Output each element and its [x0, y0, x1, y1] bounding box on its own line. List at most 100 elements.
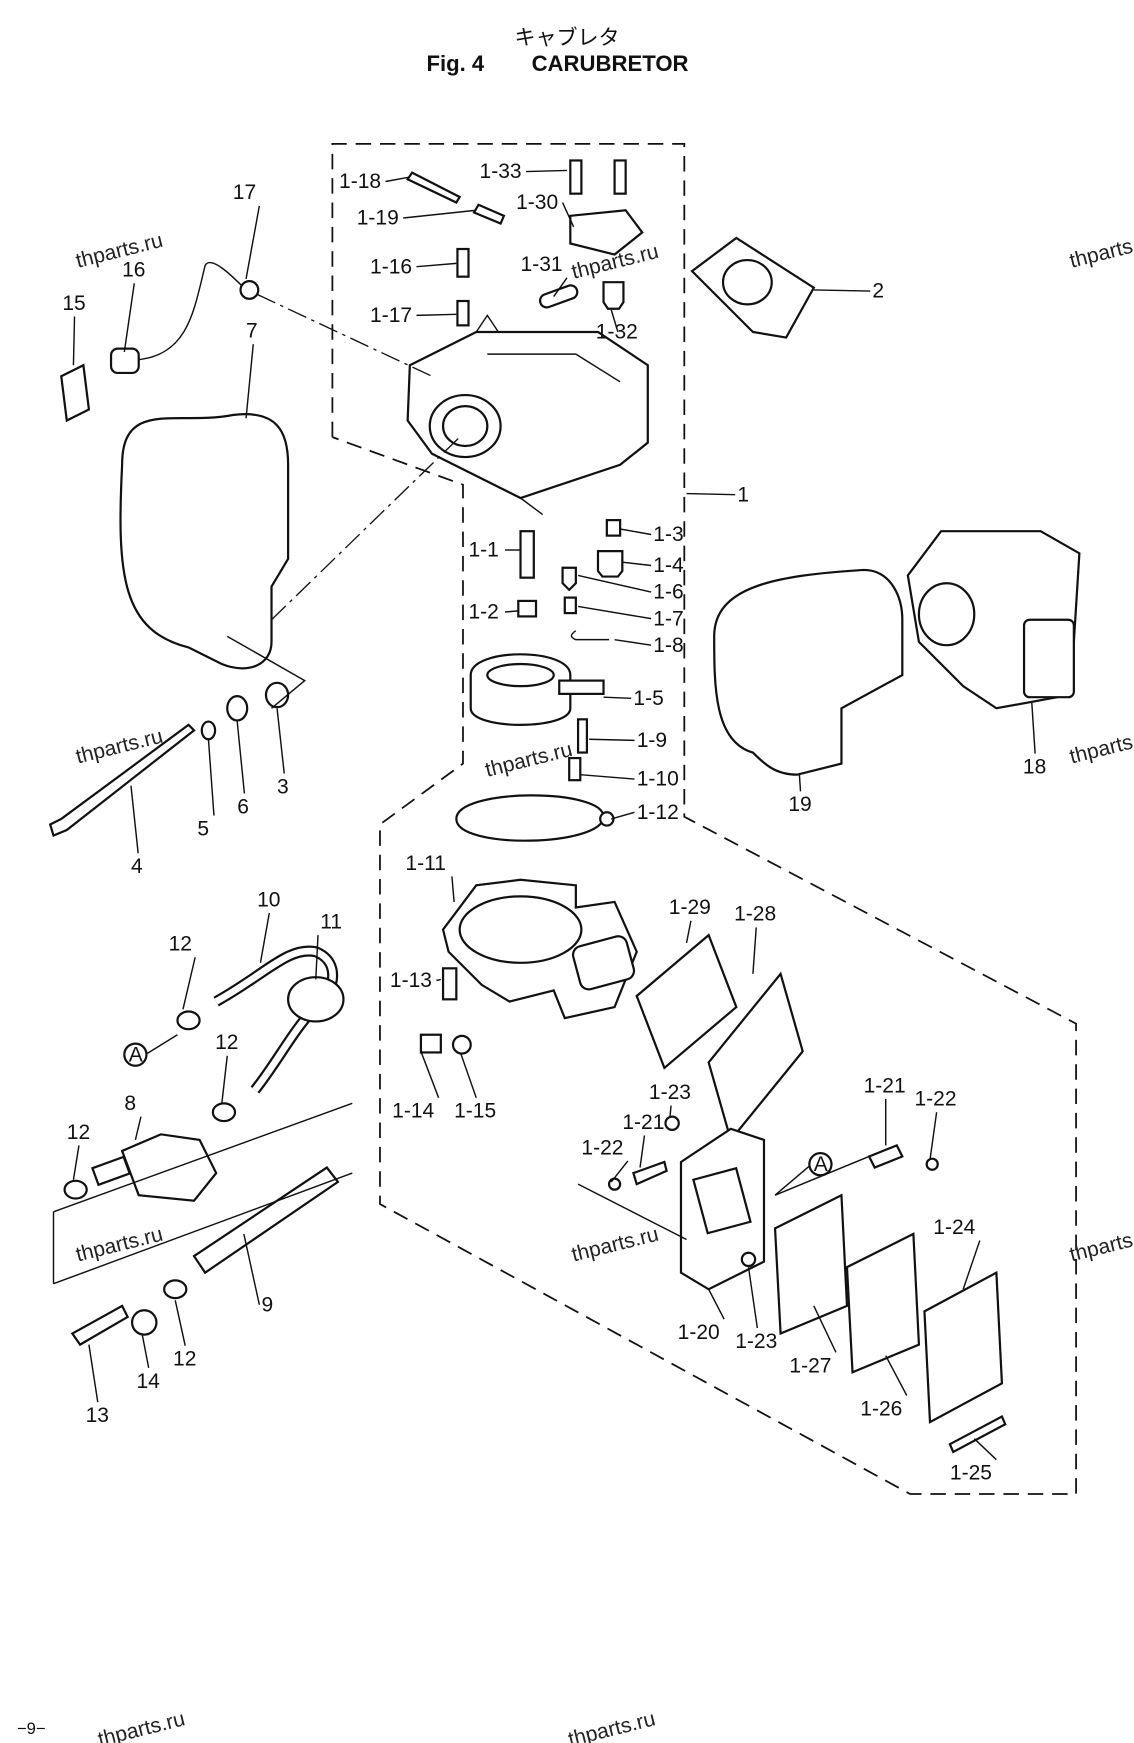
part-number: 3 — [277, 775, 289, 798]
part-number: 19 — [788, 793, 811, 816]
part-number: 8 — [124, 1092, 136, 1115]
part-number: 9 — [262, 1293, 274, 1316]
callout-1-27: 1-27 — [789, 1305, 837, 1377]
part-number: 1-15 — [454, 1100, 496, 1123]
leader-line — [436, 978, 442, 982]
callout-1-6: 1-6 — [577, 574, 684, 604]
needle-1-6 — [561, 566, 577, 592]
leader-line — [207, 739, 215, 816]
reference-circle-icon — [123, 1042, 148, 1067]
part-number: 1-26 — [860, 1397, 902, 1420]
nut-1-23 — [664, 1115, 680, 1132]
callout-12: 12 — [169, 933, 196, 1010]
leader-line — [619, 528, 652, 536]
screw-1-10 — [568, 756, 582, 782]
callout-1: 1 — [686, 483, 749, 506]
gasket-1-15 — [451, 1034, 472, 1055]
callout-1-18: 1-18 — [339, 170, 410, 193]
leader-line — [774, 1163, 813, 1196]
lock-washer-5 — [200, 720, 217, 741]
part-number: 1-23 — [735, 1330, 777, 1353]
leader-line — [798, 774, 802, 792]
leader-line — [276, 708, 285, 774]
part-number: 1-24 — [933, 1216, 975, 1239]
callout-11: 11 — [315, 910, 342, 980]
seat-1-7 — [563, 596, 577, 615]
part-number: 1-16 — [370, 255, 412, 278]
callout-1-2: 1-2 — [469, 601, 519, 624]
part-number: 13 — [86, 1404, 109, 1427]
callout-A: A — [123, 1034, 178, 1067]
callout-1-23: 1-23 — [735, 1267, 777, 1353]
callout-7: 7 — [245, 320, 258, 419]
part-number: 1-10 — [637, 768, 679, 791]
watermark-text: thparts.ru — [1067, 725, 1134, 769]
screw-1-16 — [456, 247, 470, 278]
part-number: 12 — [67, 1121, 90, 1144]
grommet-16 — [109, 347, 140, 375]
plug-1-4 — [596, 550, 624, 578]
leader-line — [813, 289, 871, 292]
part-number: 1-27 — [789, 1354, 831, 1377]
gasket-1-27 — [773, 1193, 849, 1336]
part-number: 1-11 — [405, 852, 446, 875]
bolt-4 — [48, 723, 196, 838]
part-number: 1-23 — [649, 1081, 691, 1104]
float-chamber-gasket-1-12 — [455, 794, 605, 842]
spring-1-17 — [456, 299, 470, 327]
page-number: −9− — [17, 1719, 46, 1738]
leader-line — [420, 1051, 440, 1099]
parts-drawing — [48, 159, 1081, 1454]
part-number: 1-14 — [392, 1100, 434, 1123]
screw-1-22 — [607, 1177, 622, 1191]
leader-line — [88, 1344, 99, 1403]
watermark-text: thparts.ru — [569, 1223, 661, 1267]
callout-16: 16 — [122, 259, 146, 353]
leader-line — [141, 1333, 150, 1368]
cap-1-32 — [602, 281, 625, 310]
leader-line — [611, 811, 635, 820]
screw-1-33 — [569, 159, 583, 195]
reference-circle-icon — [808, 1152, 833, 1177]
leader-line — [577, 574, 652, 593]
part-number: 1-12 — [637, 801, 679, 824]
part-number: 12 — [173, 1348, 196, 1371]
callout-1-28: 1-28 — [734, 903, 776, 974]
callout-1-33: 1-33 — [480, 160, 568, 183]
leader-line — [416, 313, 457, 317]
leader-line — [669, 1105, 672, 1118]
callout-12: 12 — [173, 1300, 196, 1371]
part-number: 14 — [137, 1370, 161, 1393]
fuel-filter-8 — [120, 1133, 218, 1202]
callout-12: 12 — [215, 1031, 238, 1105]
callout-6: 6 — [236, 721, 249, 818]
leader-line — [504, 610, 519, 613]
drain-screw-1-14 — [419, 1033, 442, 1054]
callout-8: 8 — [124, 1092, 142, 1141]
watermark-text: thparts.ru — [483, 738, 575, 782]
callout-18: 18 — [1023, 702, 1046, 779]
leader-line — [553, 277, 568, 298]
hose-clip-12 — [176, 1010, 201, 1031]
cover-1-24 — [923, 1270, 1004, 1424]
leader-line — [639, 1135, 646, 1168]
leader-line — [610, 309, 619, 333]
diaphragm-1-26 — [845, 1232, 921, 1374]
leader-line — [123, 283, 136, 353]
air-silencer-7 — [119, 413, 290, 670]
leader-line — [221, 1055, 228, 1105]
leader-line — [603, 696, 632, 700]
callout-1-15: 1-15 — [454, 1053, 496, 1123]
callout-3: 3 — [276, 708, 289, 798]
leader-line — [451, 876, 455, 902]
screw-1-18 — [406, 171, 462, 204]
leader-line — [416, 262, 457, 268]
callout-1-22: 1-22 — [581, 1136, 629, 1183]
callout-1-12: 1-12 — [611, 801, 679, 824]
callout-1-11: 1-11 — [405, 852, 455, 902]
part-number: 1 — [737, 483, 749, 506]
main-nozzle-1-1 — [519, 530, 535, 579]
callout-1-22: 1-22 — [914, 1088, 957, 1160]
part-number: 1-21 — [622, 1111, 664, 1134]
